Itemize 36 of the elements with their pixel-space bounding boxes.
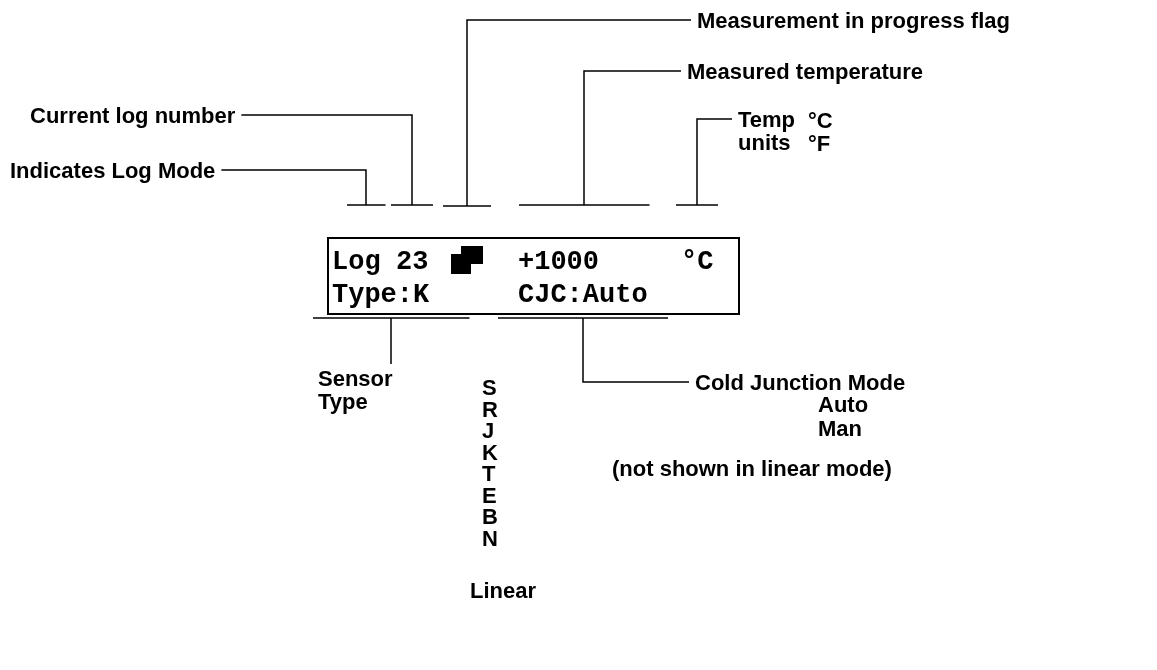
- option-text: Auto: [818, 394, 869, 416]
- callout-label: Sensor Type: [318, 367, 428, 413]
- leader-line: [497, 317, 690, 383]
- display-readout: +1000: [518, 247, 599, 277]
- option-text: Linear: [470, 580, 537, 602]
- callout-label: Temp units: [738, 108, 798, 154]
- display-readout: CJC:Auto: [518, 280, 648, 310]
- option-text: (not shown in linear mode): [612, 458, 892, 480]
- leader-line: [240, 114, 434, 206]
- option-letter: T: [482, 463, 496, 485]
- callout-label: Indicates Log Mode: [10, 159, 216, 182]
- callout-label: Cold Junction Mode: [695, 371, 906, 394]
- option-text: Man: [818, 418, 862, 440]
- lcd-display: [327, 237, 740, 315]
- flag-icon: [451, 246, 483, 274]
- option-letter: S: [482, 377, 497, 399]
- option-letter: R: [482, 398, 498, 421]
- leader-line: [311, 317, 471, 365]
- option-letter: B: [482, 506, 498, 528]
- option-text: °C: [808, 110, 833, 132]
- callout-label: Measurement in progress flag: [697, 9, 1010, 32]
- display-readout: Type:K: [332, 280, 430, 310]
- display-readout: °C: [681, 247, 714, 277]
- display-readout: 23: [396, 247, 429, 277]
- option-letter: E: [482, 484, 497, 507]
- callout-label: Current log number: [30, 104, 236, 127]
- option-letter: J: [482, 420, 495, 442]
- leader-line: [517, 70, 682, 206]
- option-text: °F: [808, 133, 831, 155]
- callout-label: Measured temperature: [687, 60, 923, 83]
- leader-line: [675, 118, 733, 206]
- leader-line: [442, 19, 692, 207]
- option-letter: N: [482, 527, 498, 550]
- option-letter: K: [482, 441, 498, 464]
- leader-line: [220, 169, 387, 206]
- display-readout: Log: [332, 247, 381, 277]
